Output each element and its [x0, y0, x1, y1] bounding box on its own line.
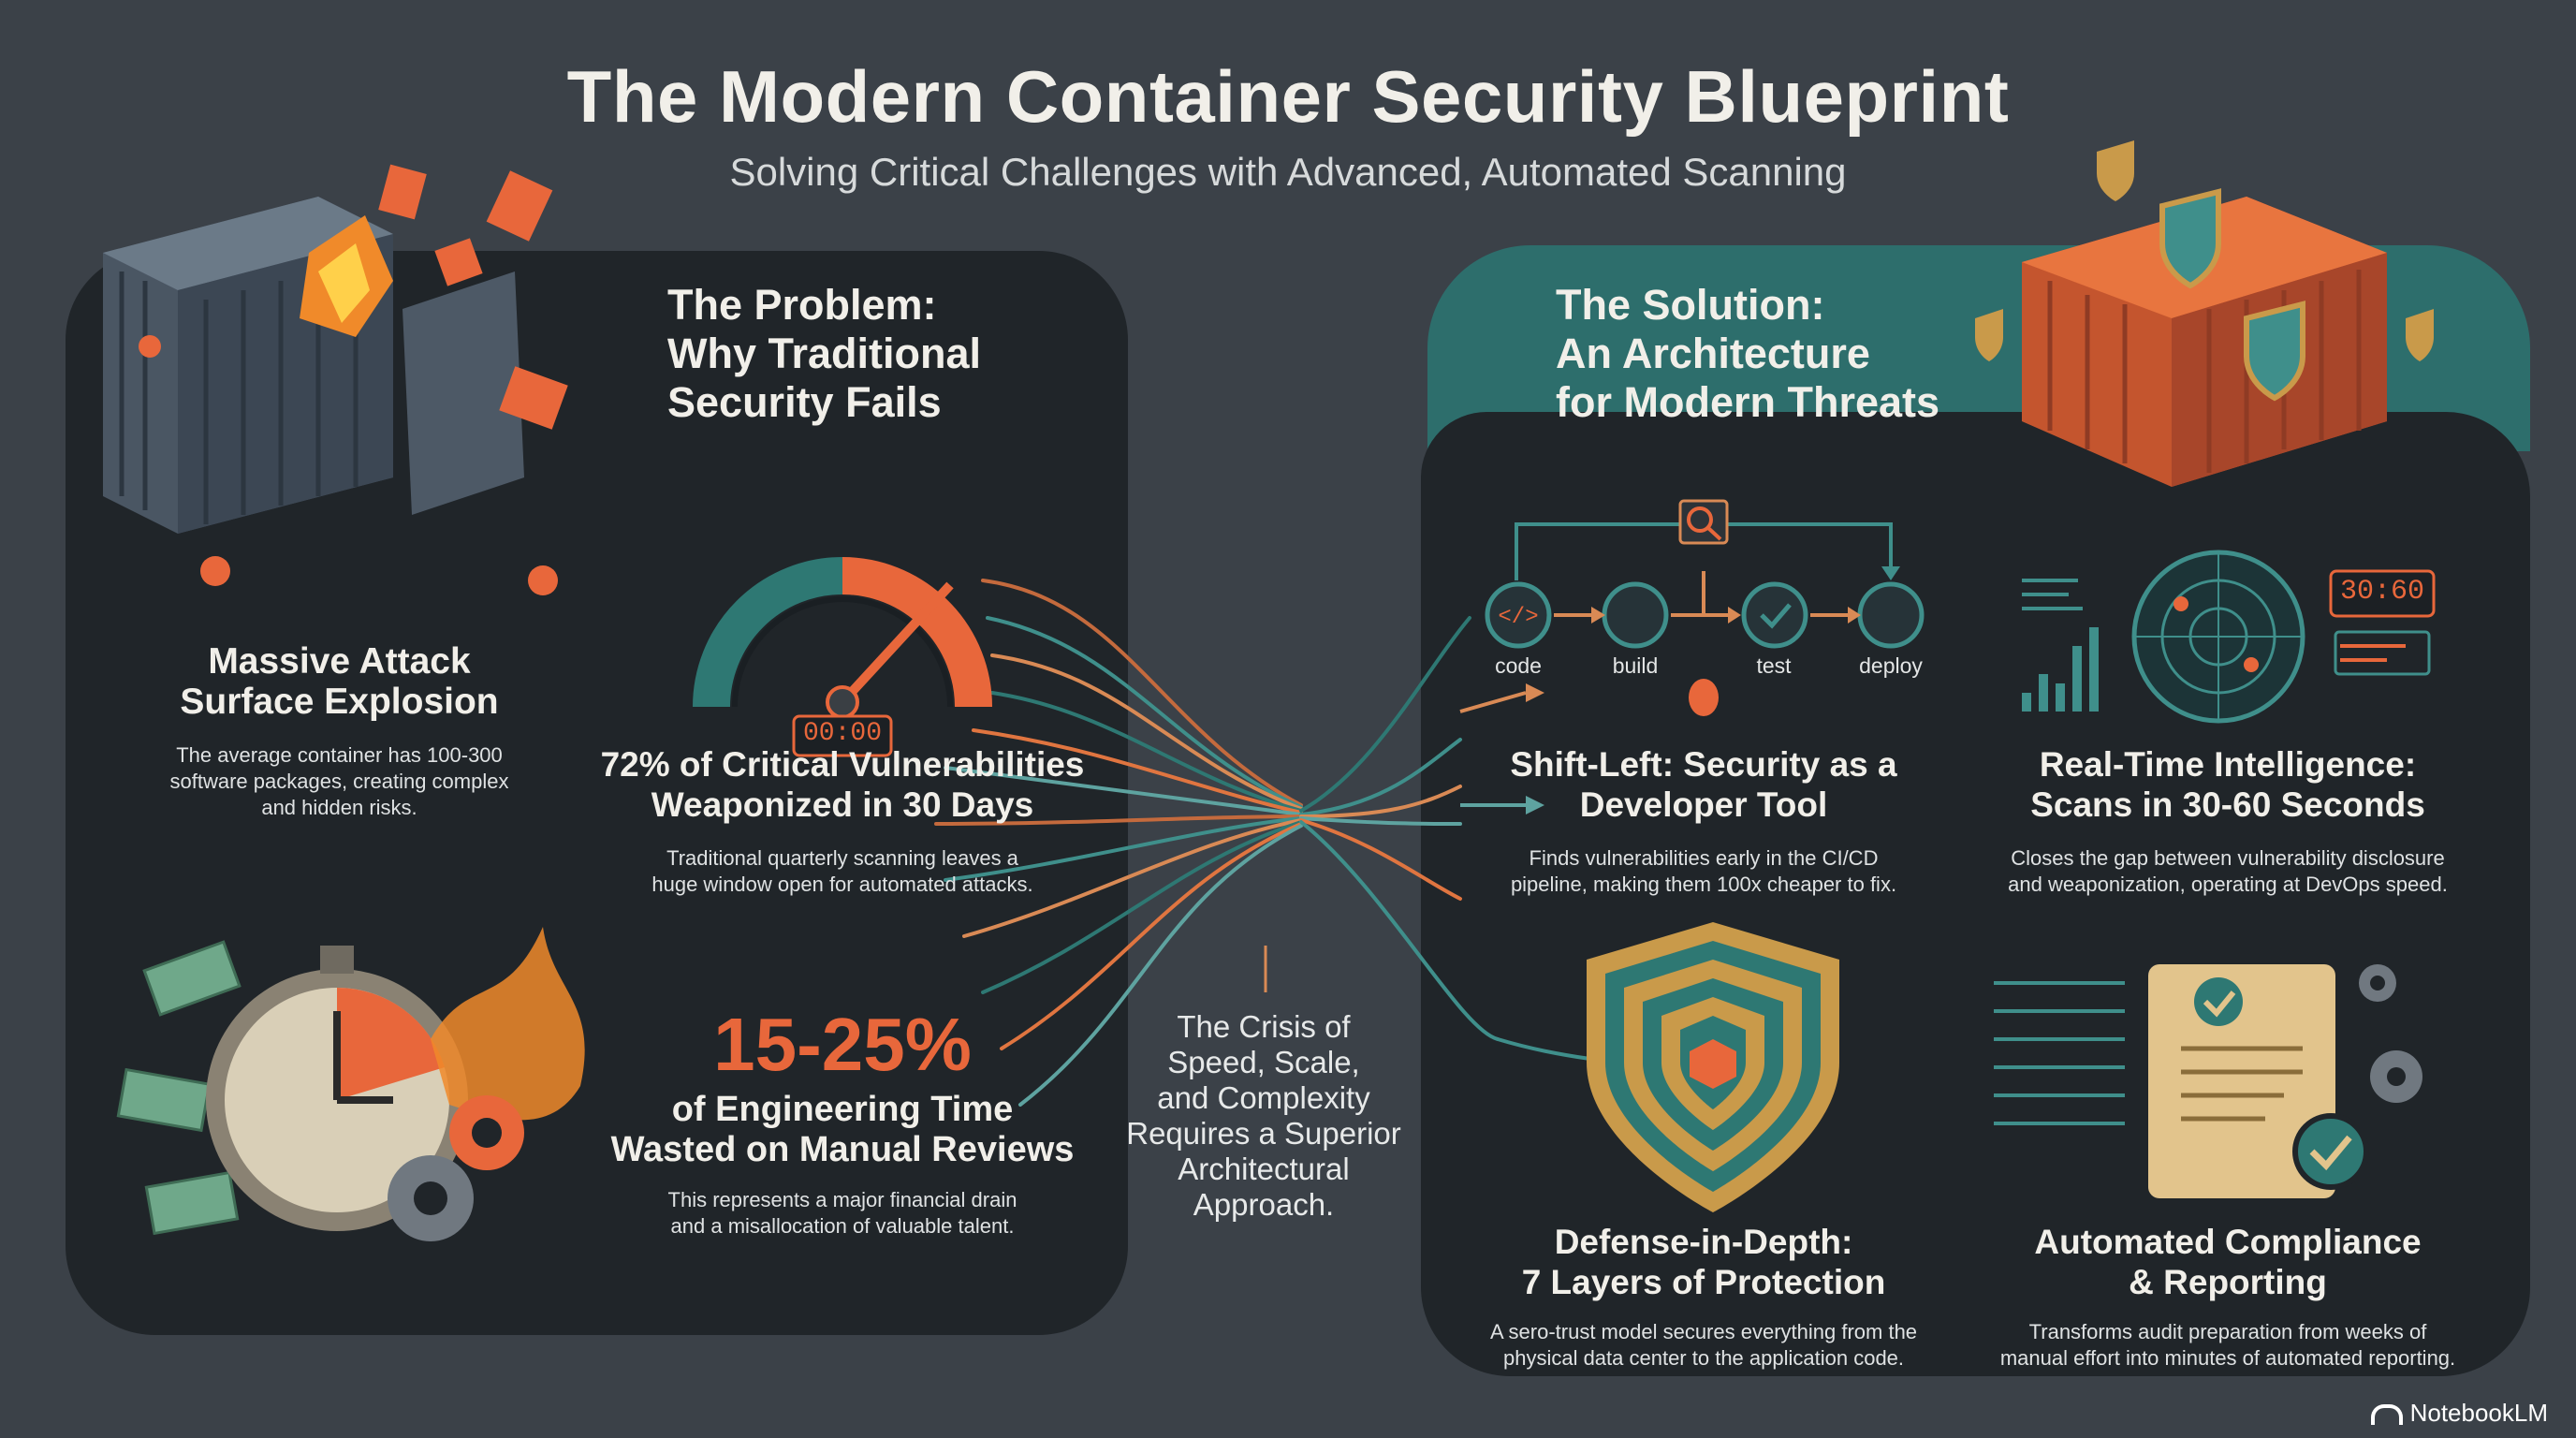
- compliance-body-line: manual effort into minutes of automated …: [1999, 1346, 2456, 1370]
- shift-left-card: Shift-Left: Security as a Developer Tool…: [1460, 744, 1947, 898]
- notebooklm-logo-icon: [2370, 1404, 2403, 1426]
- crisis-line: and Complexity: [1157, 1080, 1370, 1115]
- attack-surface-title: Massive Attack Surface Explosion: [94, 641, 585, 722]
- attack-surface-card: Massive Attack Surface Explosion The ave…: [94, 641, 585, 821]
- compliance-title: Automated Compliance & Reporting: [1966, 1222, 2490, 1302]
- shift-left-title-line: Shift-Left: Security as a: [1510, 745, 1897, 784]
- compliance-card: Automated Compliance & Reporting Transfo…: [1966, 1222, 2490, 1372]
- attack-surface-title-line: Surface Explosion: [180, 682, 499, 722]
- gauge-timer-readout: 00:00: [802, 719, 882, 748]
- defense-card: Defense-in-Depth: 7 Layers of Protection…: [1460, 1222, 1947, 1372]
- notebooklm-watermark: NotebookLM: [2370, 1399, 2548, 1428]
- shift-left-title: Shift-Left: Security as a Developer Tool: [1460, 744, 1947, 825]
- crisis-line: Speed, Scale,: [1167, 1045, 1360, 1079]
- notebooklm-label: NotebookLM: [2409, 1399, 2548, 1427]
- engineering-time-title-line: Wasted on Manual Reviews: [610, 1130, 1075, 1169]
- pipeline-step-deploy: deploy: [1859, 653, 1923, 678]
- attack-surface-title-line: Massive Attack: [208, 641, 471, 682]
- pipeline-diagram: </>: [1485, 499, 1925, 716]
- defense-title-line: Defense-in-Depth:: [1554, 1223, 1853, 1261]
- page-subtitle: Solving Critical Challenges with Advance…: [729, 150, 1847, 194]
- crisis-line: Approach.: [1193, 1187, 1335, 1222]
- attack-surface-body-line: The average container has 100-300: [176, 743, 503, 767]
- vulnerabilities-body: Traditional quarterly scanning leaves a …: [580, 845, 1105, 898]
- vulnerabilities-title-line: 72% of Critical Vulnerabilities: [600, 745, 1085, 784]
- engineering-time-body-line: This represents a major financial drain: [667, 1188, 1017, 1211]
- crisis-line: Requires a Superior: [1126, 1116, 1401, 1151]
- compliance-title-line: Automated Compliance: [2034, 1223, 2422, 1261]
- real-time-card: Real-Time Intelligence: Scans in 30-60 S…: [1975, 744, 2481, 898]
- svg-text:</>: </>: [1498, 605, 1538, 630]
- radar-dashboard-illustration: [2022, 550, 2436, 724]
- real-time-title-line: Scans in 30-60 Seconds: [2030, 785, 2425, 824]
- pipeline-step-test: test: [1756, 653, 1792, 678]
- defense-body-line: physical data center to the application …: [1502, 1346, 1905, 1370]
- defense-title-line: 7 Layers of Protection: [1521, 1263, 1886, 1301]
- shift-left-body: Finds vulnerabilities early in the CI/CD…: [1460, 845, 1947, 898]
- real-time-timer-readout: 30:60: [2339, 576, 2424, 608]
- page-title: The Modern Container Security Blueprint: [566, 55, 2010, 138]
- real-time-body-line: and weaponization, operating at DevOps s…: [2008, 873, 2448, 896]
- crisis-statement: The Crisis of Speed, Scale, and Complexi…: [1105, 1009, 1423, 1223]
- engineering-time-stat: 15-25%: [713, 1003, 972, 1086]
- real-time-body: Closes the gap between vulnerability dis…: [1975, 845, 2481, 898]
- exploding-container-illustration: [103, 164, 568, 595]
- shift-left-body-line: pipeline, making them 100x cheaper to fi…: [1510, 873, 1897, 896]
- engineering-time-body: This represents a major financial drain …: [580, 1187, 1105, 1240]
- engineering-time-card: 15-25% of Engineering Time Wasted on Man…: [580, 1002, 1105, 1240]
- problem-heading-line: The Problem:: [667, 281, 937, 329]
- vulnerabilities-title: 72% of Critical Vulnerabilities Weaponiz…: [580, 744, 1105, 825]
- vulnerabilities-body-line: huge window open for automated attacks.: [651, 873, 1033, 896]
- defense-title: Defense-in-Depth: 7 Layers of Protection: [1460, 1222, 1947, 1302]
- solution-heading: The Solution: An Architecture for Modern…: [1556, 281, 1939, 427]
- burning-stopwatch-illustration: [116, 927, 585, 1241]
- vulnerabilities-body-line: Traditional quarterly scanning leaves a: [666, 846, 1018, 870]
- defense-body-line: A sero-trust model secures everything fr…: [1489, 1320, 1918, 1343]
- real-time-body-line: Closes the gap between vulnerability dis…: [2011, 846, 2445, 870]
- compliance-body: Transforms audit preparation from weeks …: [1966, 1319, 2490, 1372]
- compliance-title-line: & Reporting: [2129, 1263, 2327, 1301]
- real-time-title: Real-Time Intelligence: Scans in 30-60 S…: [1975, 744, 2481, 825]
- attack-surface-body-line: software packages, creating complex: [169, 770, 509, 793]
- secure-container-illustration: [1975, 140, 2434, 487]
- compliance-body-line: Transforms audit preparation from weeks …: [2028, 1320, 2427, 1343]
- engineering-time-title: of Engineering Time Wasted on Manual Rev…: [580, 1090, 1105, 1170]
- attack-surface-body-line: and hidden risks.: [261, 796, 417, 819]
- engineering-time-title-line: of Engineering Time: [671, 1090, 1014, 1129]
- solution-heading-line: An Architecture: [1556, 330, 1870, 377]
- shift-left-title-line: Developer Tool: [1579, 785, 1828, 824]
- solution-heading-line: for Modern Threats: [1556, 378, 1940, 426]
- speedometer-gauge-icon: [693, 557, 992, 757]
- problem-heading-line: Security Fails: [667, 378, 942, 426]
- solution-heading-line: The Solution:: [1556, 281, 1825, 329]
- engineering-time-body-line: and a misallocation of valuable talent.: [670, 1214, 1015, 1238]
- problem-heading-line: Why Traditional: [667, 330, 982, 377]
- pipeline-step-build: build: [1612, 653, 1659, 678]
- shift-left-body-line: Finds vulnerabilities early in the CI/CD: [1529, 846, 1879, 870]
- crisis-line: The Crisis of: [1177, 1009, 1351, 1044]
- defense-body: A sero-trust model secures everything fr…: [1460, 1319, 1947, 1372]
- attack-surface-body: The average container has 100-300 softwa…: [94, 742, 585, 821]
- vulnerabilities-card: 72% of Critical Vulnerabilities Weaponiz…: [580, 744, 1105, 898]
- pipeline-step-code: code: [1495, 653, 1542, 678]
- crisis-line: Architectural: [1178, 1152, 1350, 1186]
- layered-shield-icon: [1587, 922, 1839, 1212]
- compliance-document-illustration: [1994, 964, 2422, 1198]
- problem-heading: The Problem: Why Traditional Security Fa…: [667, 281, 981, 427]
- vulnerabilities-title-line: Weaponized in 30 Days: [651, 785, 1034, 824]
- real-time-title-line: Real-Time Intelligence:: [2039, 745, 2417, 784]
